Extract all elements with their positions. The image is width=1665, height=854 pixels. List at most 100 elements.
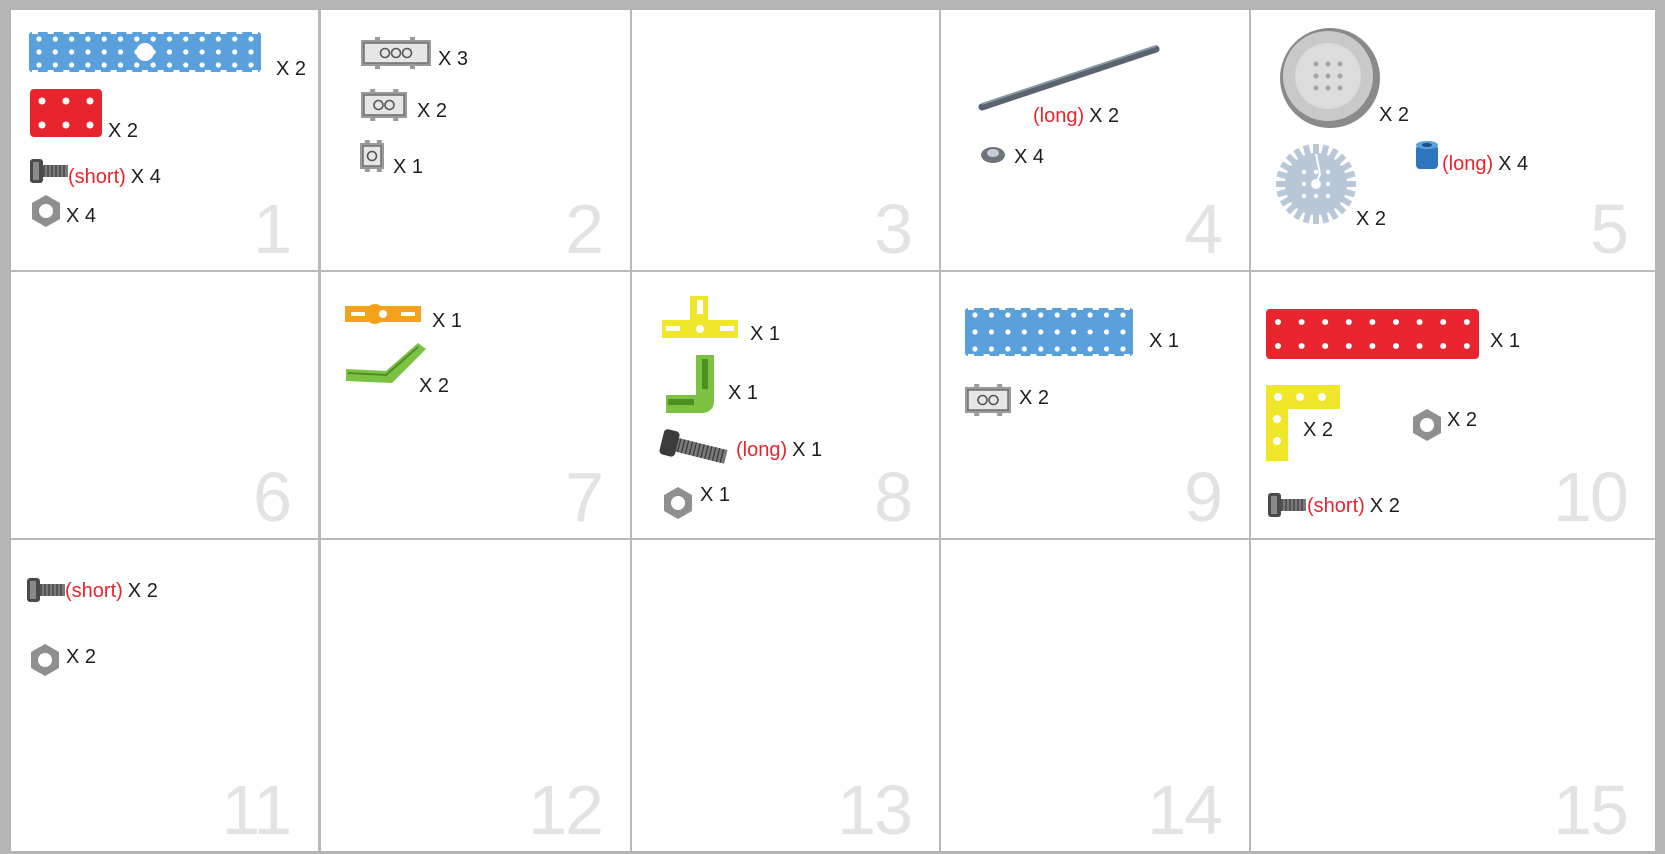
part-quantity-label: X 2: [1356, 208, 1386, 230]
part-quantity: X 1: [700, 484, 731, 506]
part-quantity: X 3: [438, 48, 469, 70]
step-number: 3: [874, 190, 913, 268]
orange-connector-icon: [345, 302, 421, 326]
part-quantity: X 2: [1447, 409, 1478, 431]
step-number: 11: [221, 771, 292, 849]
axle-cap-icon: [981, 145, 1005, 163]
part-quantity-label: X 1: [432, 310, 462, 332]
part-quantity-label: X 1: [393, 156, 423, 178]
step-cell-15: 15: [1251, 540, 1655, 851]
part-quantity: X 1: [728, 382, 759, 404]
step-number: 5: [1590, 190, 1629, 268]
step-number: 8: [874, 458, 913, 536]
part-quantity: X 2: [1356, 208, 1387, 230]
hex-nut-icon: [662, 487, 694, 519]
part-quantity: X 2: [127, 580, 158, 602]
part-size-note: (short): [65, 580, 123, 602]
blue-long-strip-icon: [29, 30, 261, 74]
step-number: 2: [565, 190, 604, 268]
wheel-icon: [1280, 28, 1380, 128]
step-number: 9: [1184, 458, 1223, 536]
yellow-l-bracket-icon: [1266, 385, 1340, 461]
part-quantity: X 1: [393, 156, 424, 178]
hex-nut-icon: [1411, 409, 1443, 441]
gray-connector-medium-icon: [965, 384, 1011, 416]
part-quantity: X 1: [1490, 330, 1521, 352]
part-quantity: X 2: [1303, 419, 1334, 441]
blue-strip-icon: [965, 306, 1133, 358]
part-quantity-label: X 3: [438, 48, 468, 70]
part-quantity-label: X 2: [66, 646, 96, 668]
part-quantity: X 2: [1369, 495, 1400, 517]
part-quantity-label: X 2: [419, 375, 449, 397]
part-quantity: X 2: [66, 646, 97, 668]
red-long-plate-icon: [1266, 309, 1479, 359]
part-size-note: (short): [1307, 495, 1365, 517]
step-cell-4: 4 (long)X 2 X 4: [941, 10, 1249, 270]
part-quantity: X 2: [1379, 104, 1410, 126]
part-quantity-label: X 1: [750, 323, 780, 345]
hex-nut-icon: [29, 644, 61, 676]
gray-connector-large-icon: [361, 37, 431, 69]
gray-connector-small-icon: [360, 140, 384, 172]
long-bolt-icon: [659, 429, 728, 464]
part-quantity-label: (short)X 2: [1307, 495, 1400, 517]
bolt-icon: [1268, 493, 1306, 517]
yellow-t-connector-icon: [662, 296, 738, 346]
part-quantity-label: X 2: [1303, 419, 1333, 441]
part-quantity-label: X 2: [1019, 387, 1049, 409]
step-cell-12: 12: [321, 540, 630, 851]
part-quantity: X 4: [66, 205, 97, 227]
step-cell-9: 9 X 1 X 2: [941, 272, 1249, 538]
part-quantity-label: X 1: [1490, 330, 1520, 352]
red-plate-icon: [30, 89, 102, 137]
bolt-icon: [27, 578, 65, 602]
part-quantity-label: X 2: [417, 100, 447, 122]
part-quantity-label: (long)X 2: [1033, 105, 1119, 127]
part-quantity-label: X 2: [1447, 409, 1477, 431]
part-quantity: X 4: [1014, 146, 1045, 168]
part-quantity-label: X 2: [108, 120, 138, 142]
part-quantity-label: X 1: [728, 382, 758, 404]
part-quantity-label: X 1: [1149, 330, 1179, 352]
part-size-note: (short): [68, 166, 126, 188]
step-number: 7: [565, 458, 604, 536]
step-number: 10: [1553, 458, 1629, 536]
part-quantity-label: X 2: [276, 58, 306, 80]
part-quantity: X 1: [792, 439, 823, 461]
part-size-note: (long): [736, 439, 788, 461]
part-quantity-label: (short)X 2: [65, 580, 158, 602]
step-number: 6: [253, 458, 292, 536]
part-quantity-label: (long)X 1: [736, 439, 822, 461]
step-cell-13: 13: [632, 540, 939, 851]
step-cell-14: 14: [941, 540, 1249, 851]
step-cell-3: 3: [632, 10, 939, 270]
gray-connector-medium-icon: [361, 89, 407, 121]
part-quantity: X 1: [750, 323, 781, 345]
step-number: 4: [1184, 190, 1223, 268]
step-cell-6: 6: [11, 272, 318, 538]
green-angled-beam-icon: [346, 343, 426, 385]
axle-rod-icon: [978, 43, 1160, 113]
bolt-icon: [30, 159, 68, 183]
part-quantity-label: (short)X 4: [68, 166, 161, 188]
part-quantity: X 2: [1019, 387, 1050, 409]
part-quantity: X 1: [1149, 330, 1180, 352]
blue-spacer-icon: [1416, 141, 1438, 169]
step-number: 12: [528, 771, 604, 849]
part-quantity: X 1: [432, 310, 463, 332]
part-quantity: X 2: [419, 375, 450, 397]
gear-icon: [1276, 144, 1356, 224]
part-quantity-label: X 4: [1014, 146, 1044, 168]
step-number: 15: [1553, 771, 1629, 849]
part-quantity-label: X 2: [1379, 104, 1409, 126]
step-number: 14: [1147, 771, 1223, 849]
part-quantity-label: (long)X 4: [1442, 153, 1528, 175]
step-cell-7: 7 X 1 X 2: [321, 272, 630, 538]
part-quantity-label: X 1: [700, 484, 730, 506]
